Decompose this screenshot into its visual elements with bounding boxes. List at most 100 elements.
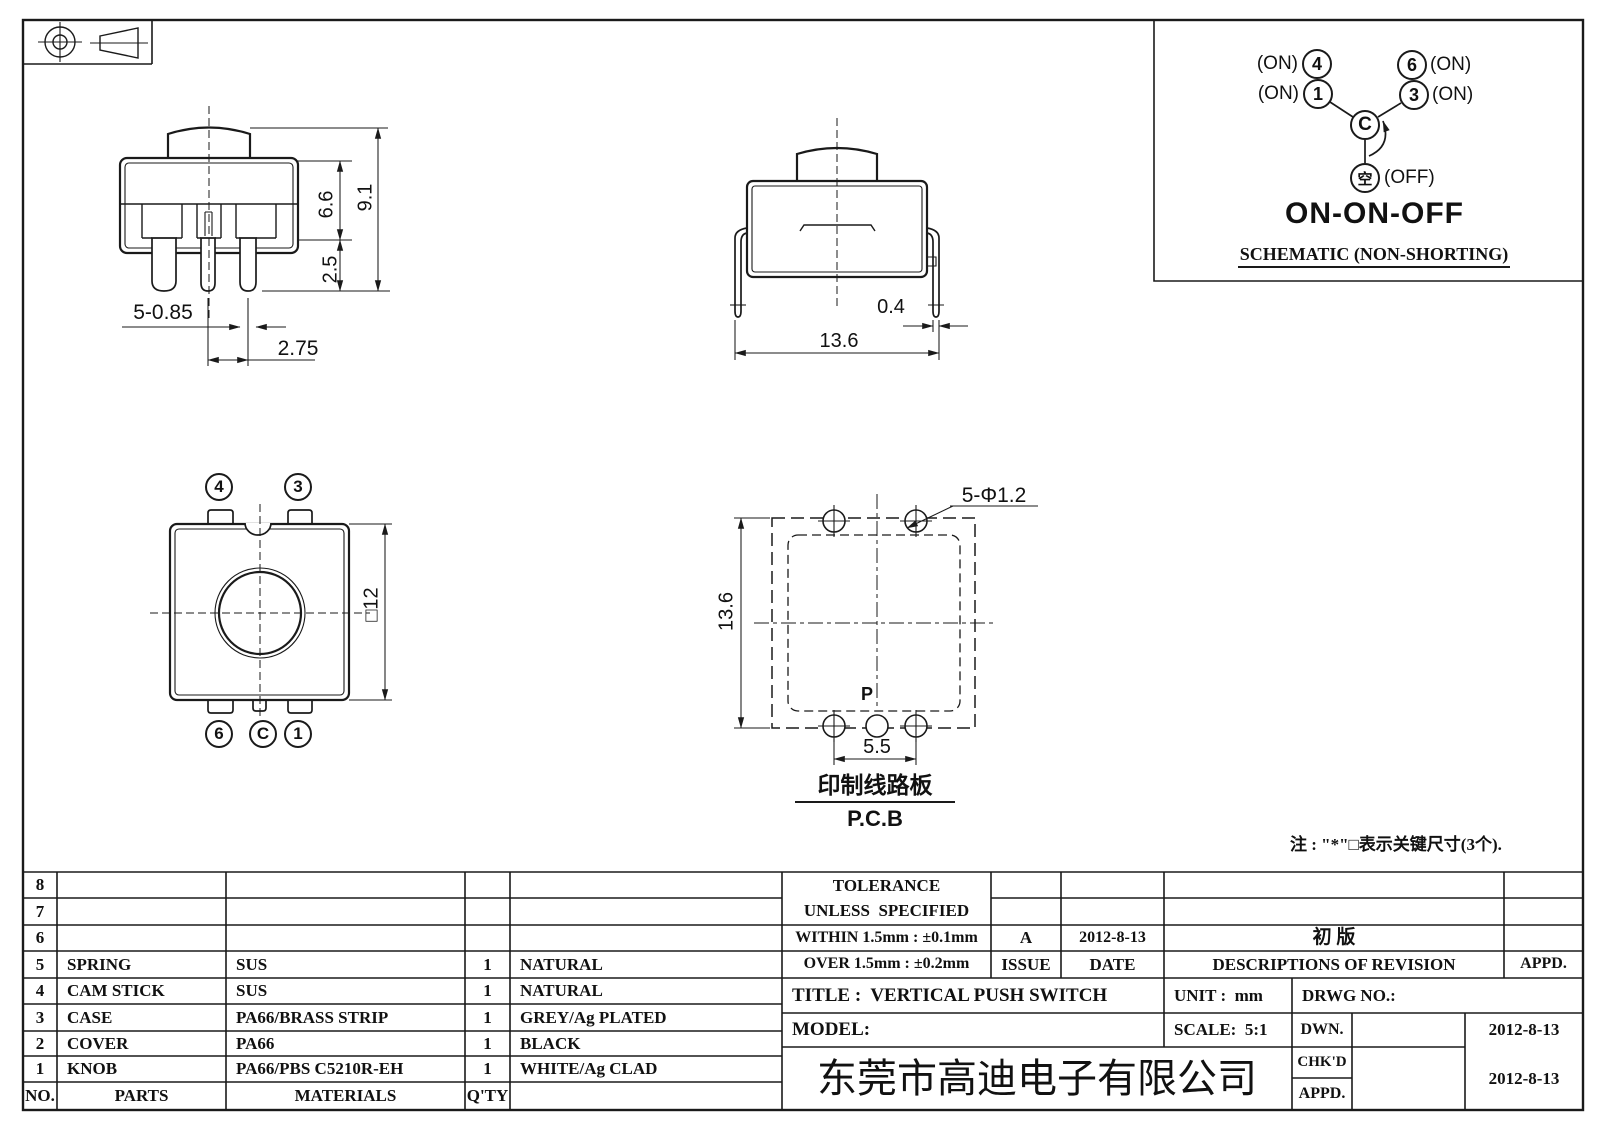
parts-row-qty: 1 (483, 1059, 492, 1079)
schematic-on-label-1: (ON) (1257, 83, 1299, 104)
table-grid (23, 871, 1583, 1110)
revision-issue-value: A (1019, 928, 1033, 948)
dim-total-height: 9.1 (354, 183, 377, 212)
parts-row-qty: 1 (483, 981, 492, 1001)
front-pin-left (151, 237, 177, 292)
parts-row-material: PA66/PBS C5210R-EH (236, 1059, 404, 1079)
parts-row-name: CAM STICK (67, 981, 165, 1001)
parts-row-material: PA66 (236, 1033, 275, 1053)
top-pin-1: 1 (284, 720, 312, 748)
checked-date: 2012-8-13 (1488, 1068, 1560, 1088)
schematic-pin-6: 6 (1397, 50, 1427, 80)
schematic-common: C (1350, 110, 1380, 140)
parts-row-no: 6 (35, 928, 45, 948)
parts-row-no: 7 (35, 901, 45, 921)
parts-header-no: NO. (25, 1086, 55, 1106)
schematic-on-label-4: (ON) (1256, 53, 1298, 74)
schematic-on-label-6: (ON) (1430, 54, 1472, 75)
top-pin-6: 6 (205, 720, 233, 748)
parts-row-name: COVER (67, 1033, 129, 1053)
dim-side-width: 13.6 (819, 330, 859, 352)
drawn-date: 2012-8-13 (1488, 1020, 1560, 1040)
dim-body-height: 6.6 (315, 190, 338, 219)
tolerance-line2: UNLESS SPECIFIED (803, 901, 970, 921)
dim-square-12: □12 (360, 587, 383, 622)
parts-row-qty: 1 (483, 1033, 492, 1053)
drawn-label: DWN. (1300, 1020, 1344, 1038)
parts-header-qty: Q'TY (466, 1086, 509, 1106)
revision-description-value: 初 版 (1312, 927, 1356, 949)
dim-pin-pitch: 2.75 (277, 337, 319, 360)
parts-row-no: 3 (35, 1007, 45, 1027)
title-field: TITLE : VERTICAL PUSH SWITCH (792, 984, 1108, 1006)
dim-pcb-height: 13.6 (715, 592, 738, 631)
checked-label: CHK'D (1297, 1053, 1347, 1070)
parts-row-name: SPRING (67, 954, 132, 974)
parts-row-no: 8 (35, 875, 45, 895)
parts-row-finish: WHITE/Ag CLAD (520, 1059, 658, 1079)
schematic-rotate-arrow (1368, 120, 1390, 157)
revision-issue-label: ISSUE (1001, 954, 1051, 974)
parts-row-finish: GREY/Ag PLATED (520, 1007, 667, 1027)
drawing-number-field: DRWG NO.: (1302, 985, 1396, 1005)
parts-row-material: SUS (236, 981, 268, 1001)
model-field: MODEL: (792, 1019, 871, 1041)
parts-header-parts: PARTS (114, 1086, 169, 1106)
front-view (118, 106, 390, 366)
tolerance-line1: TOLERANCE (832, 875, 941, 895)
schematic-box-border (1153, 20, 1583, 282)
schematic-off-pin: 空 (1350, 163, 1380, 193)
schematic-caption: SCHEMATIC (NON-SHORTING) (1238, 242, 1510, 268)
parts-row-qty: 1 (483, 1007, 492, 1027)
revision-date-value: 2012-8-13 (1079, 928, 1146, 946)
parts-row-no: 4 (35, 981, 45, 1001)
revision-description-label: DESCRIPTIONS OF REVISION (1212, 954, 1456, 974)
front-pin-right (239, 237, 257, 292)
schematic-pin-4: 4 (1302, 49, 1332, 79)
projection-symbol-box (23, 20, 153, 65)
parts-row-no: 1 (35, 1059, 45, 1079)
parts-row-no: 5 (35, 954, 45, 974)
dim-hole-spec: 5-Φ1.2 (961, 484, 1027, 507)
parts-row-no: 2 (35, 1033, 45, 1053)
parts-row-name: CASE (67, 1007, 113, 1027)
key-dimension-note: 注 : "*"□表示关键尺寸(3个). (1290, 835, 1502, 855)
tolerance-over: OVER 1.5mm : ±0.2mm (803, 955, 970, 973)
parts-row-name: KNOB (67, 1059, 118, 1079)
top-pin-3: 3 (284, 473, 312, 501)
parts-header-materials: MATERIALS (294, 1086, 397, 1106)
parts-row-material: SUS (236, 954, 268, 974)
schematic-lines (1329, 101, 1402, 163)
front-knob (166, 126, 252, 158)
schematic-pin-3: 3 (1399, 80, 1429, 110)
dim-pin-width: 5-0.85 (133, 301, 193, 324)
top-notch (244, 522, 272, 536)
revision-date-label: DATE (1089, 954, 1136, 974)
schematic-pin-1: 1 (1303, 79, 1333, 109)
parts-row-finish: BLACK (520, 1033, 581, 1053)
schematic-mode: ON-ON-OFF (1285, 197, 1464, 230)
pcb-view (734, 494, 1038, 765)
parts-row-finish: NATURAL (520, 981, 603, 1001)
scale-field: SCALE: 5:1 (1174, 1020, 1268, 1040)
schematic-off-label: (OFF) (1384, 167, 1435, 188)
unit-field: UNIT : mm (1174, 985, 1263, 1005)
top-pin-c: C (249, 720, 277, 748)
pcb-caption-en: P.C.B (847, 806, 903, 831)
projection-symbol-icon (38, 22, 148, 62)
sheet-border (21, 18, 1585, 1112)
side-leg-right (926, 227, 940, 318)
pcb-caption-cn: 印制线路板 (795, 772, 955, 804)
parts-row-qty: 1 (483, 954, 492, 974)
approved-label: APPD. (1298, 1084, 1346, 1102)
tolerance-within: WITHIN 1.5mm : ±0.1mm (795, 928, 978, 946)
schematic-on-label-3: (ON) (1432, 84, 1474, 105)
side-view (730, 118, 968, 360)
dim-pin-length: 2.5 (319, 255, 342, 284)
dim-leg-thickness: 0.4 (877, 296, 905, 318)
revision-appd-label: APPD. (1520, 955, 1567, 973)
company-name: 东莞市高迪电子有限公司 (817, 1056, 1257, 1101)
pcb-p-label: P (860, 684, 873, 704)
side-knob (795, 146, 879, 181)
